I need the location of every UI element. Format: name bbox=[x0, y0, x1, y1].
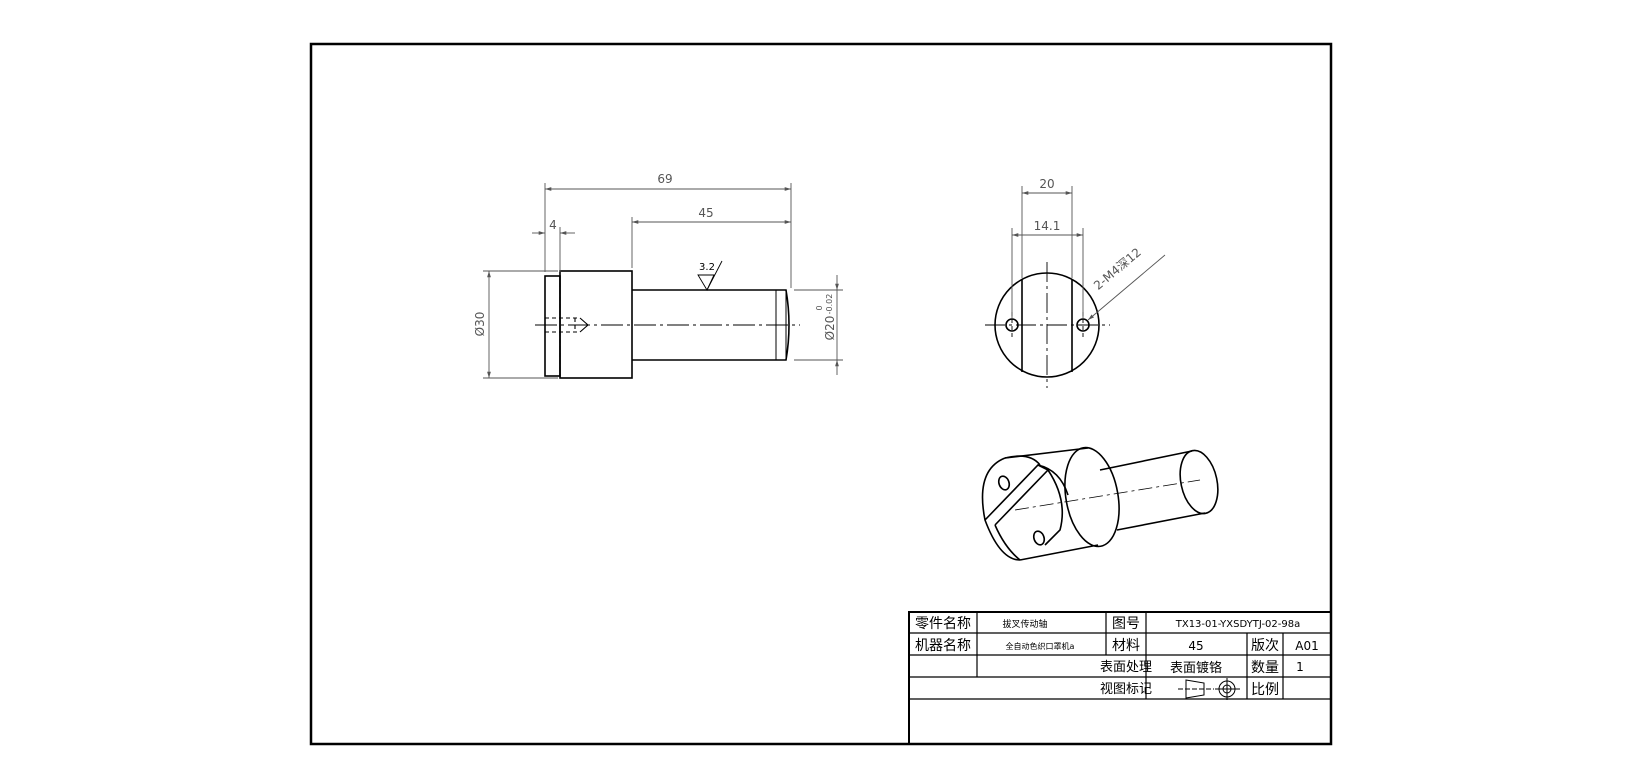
drawing-no: TX13-01-YXSDYTJ-02-98a bbox=[1175, 619, 1301, 630]
dim-overall-length: 69 bbox=[657, 172, 672, 186]
label-surface-treatment: 表面处理 bbox=[1100, 660, 1152, 675]
label-part-name: 零件名称 bbox=[915, 616, 971, 632]
machine-name: 全自动色织口罩机a bbox=[1006, 641, 1075, 651]
label-view-mark: 视图标记 bbox=[1100, 682, 1152, 697]
dim-head-diameter: Ø30 bbox=[473, 312, 487, 337]
dim-shaft-diameter: Ø20 bbox=[823, 316, 837, 341]
surface-treatment: 表面镀铬 bbox=[1170, 660, 1222, 676]
revision: A01 bbox=[1295, 639, 1318, 653]
quantity: 1 bbox=[1296, 660, 1304, 674]
drawing-border bbox=[309, 42, 1333, 746]
roughness-value: 3.2 bbox=[699, 262, 715, 273]
label-quantity: 数量 bbox=[1251, 660, 1279, 676]
material: 45 bbox=[1188, 639, 1203, 653]
title-block bbox=[908, 611, 1332, 745]
isometric-view bbox=[981, 446, 1219, 561]
dim-flange-width: 4 bbox=[549, 218, 557, 232]
hole-callout: 2-M4深12 bbox=[1091, 245, 1144, 293]
label-revision: 版次 bbox=[1251, 638, 1279, 654]
side-view-dimensions bbox=[1011, 186, 1166, 321]
label-material: 材料 bbox=[1112, 638, 1140, 654]
dim-side-width: 20 bbox=[1039, 177, 1054, 191]
side-view bbox=[985, 262, 1110, 388]
front-view-dimensions bbox=[483, 183, 843, 379]
label-scale: 比例 bbox=[1251, 682, 1279, 698]
dim-hole-spacing: 14.1 bbox=[1034, 219, 1061, 233]
dim-shaft-tol-lower: -0.02 bbox=[825, 294, 834, 315]
dim-shaft-length: 45 bbox=[698, 206, 713, 220]
label-machine-name: 机器名称 bbox=[915, 638, 971, 654]
projection-symbol-icon bbox=[1178, 678, 1240, 700]
dim-shaft-tol-upper: 0 bbox=[815, 305, 824, 310]
part-name: 拔叉传动轴 bbox=[1002, 618, 1047, 630]
label-drawing-no: 图号 bbox=[1112, 616, 1140, 632]
front-view bbox=[535, 270, 800, 379]
